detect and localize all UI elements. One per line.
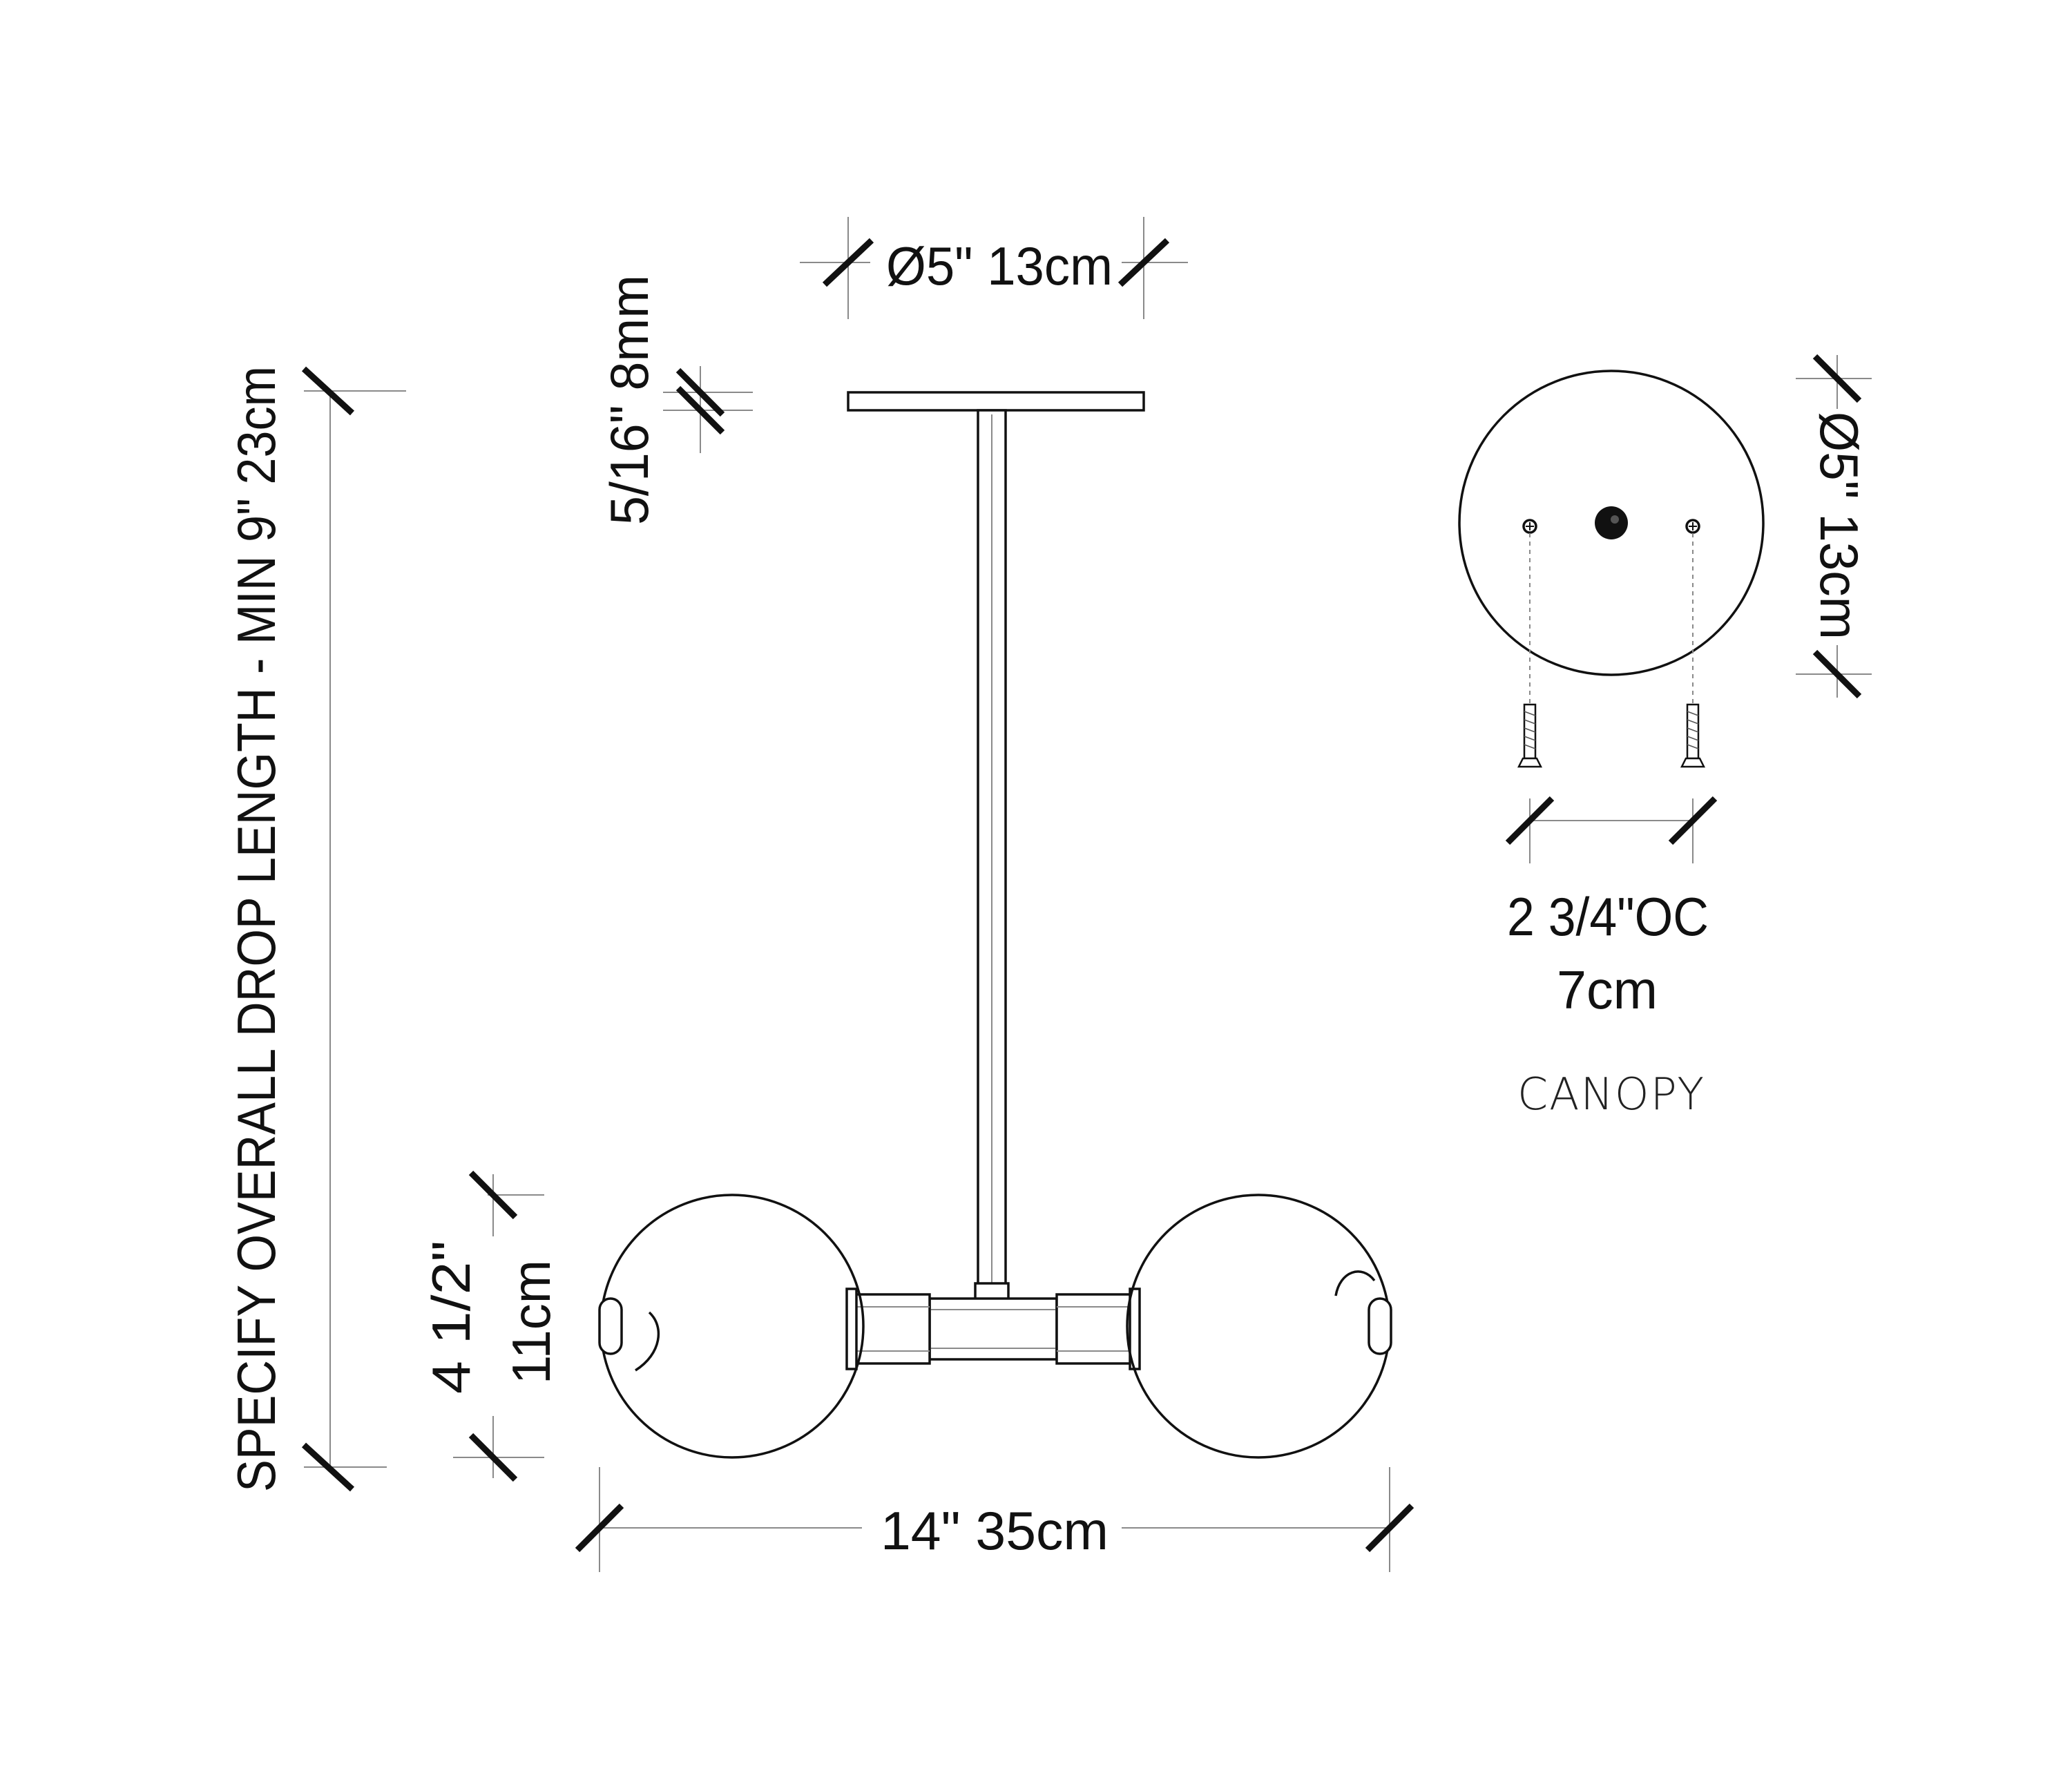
fixture-side-view xyxy=(598,391,1392,1459)
center-hole-highlight xyxy=(1611,515,1619,524)
canopy-side-diameter-dimension: Ø5" 13cm xyxy=(1796,354,1872,699)
canopy-thickness-dimension: 5/16" 8mm xyxy=(599,275,753,525)
spacing-tick-left xyxy=(1505,796,1555,845)
canopy-side-diameter-label: Ø5" 13cm xyxy=(1809,412,1870,640)
spacing-tick-right xyxy=(1668,796,1718,845)
right-screw-icon xyxy=(1680,703,1706,768)
left-screw-hole xyxy=(1522,519,1537,534)
right-globe-nub xyxy=(1368,1297,1392,1355)
thickness-tick-top xyxy=(675,367,725,417)
drop-tick-bottom xyxy=(301,1442,355,1492)
width-tick-right xyxy=(1365,1503,1414,1553)
left-socket xyxy=(854,1293,931,1365)
overall-width-dimension: 14" 35cm xyxy=(575,1467,1414,1572)
canopy-dia-tick-right xyxy=(1117,238,1170,287)
canopy-dia-tick-left xyxy=(822,238,874,287)
screw-spacing-cm-label: 7cm xyxy=(1557,959,1658,1020)
side-dia-tick-bottom xyxy=(1812,649,1862,699)
globe-height-inch-label: 4 1/2" xyxy=(421,1241,481,1394)
overall-drop-label: SPECIFY OVERALL DROP LENGTH - MIN 9" 23c… xyxy=(226,366,287,1492)
canopy-top-view xyxy=(1458,370,1765,768)
left-globe-reflection xyxy=(635,1311,660,1372)
canopy-diameter-label: Ø5" 13cm xyxy=(886,236,1113,296)
left-screw-icon xyxy=(1517,703,1543,768)
globe-height-tick-bottom xyxy=(468,1433,518,1482)
globe-height-tick-top xyxy=(468,1170,518,1220)
left-globe xyxy=(599,1194,865,1459)
canopy-thickness-label: 5/16" 8mm xyxy=(599,275,660,525)
drop-tick-top xyxy=(301,366,355,416)
center-hole xyxy=(1595,506,1628,539)
globe-height-cm-label: 11cm xyxy=(501,1260,562,1384)
canopy-plate xyxy=(847,391,1145,412)
right-screw-hole xyxy=(1685,519,1700,534)
left-socket-cap xyxy=(845,1287,858,1370)
thickness-tick-bottom xyxy=(675,385,725,435)
globe-height-dimension: 4 1/2" 11cm xyxy=(421,1170,562,1482)
canopy-caption: CANOPY xyxy=(1517,1069,1705,1120)
stem-collar xyxy=(974,1282,1010,1301)
right-globe-reflection xyxy=(1334,1270,1376,1296)
left-globe-nub xyxy=(598,1297,623,1355)
canopy-diameter-dimension: Ø5" 13cm xyxy=(800,217,1188,319)
overall-width-label: 14" 35cm xyxy=(881,1500,1109,1561)
side-dia-tick-top xyxy=(1812,354,1862,403)
canopy-disc xyxy=(1458,370,1765,676)
center-body xyxy=(928,1297,1058,1361)
right-socket xyxy=(1055,1293,1133,1365)
right-globe xyxy=(1126,1194,1391,1459)
width-tick-left xyxy=(575,1503,624,1553)
screw-spacing-inch-label: 2 3/4"OC xyxy=(1507,886,1709,947)
screw-spacing-dimension: 2 3/4"OC 7cm xyxy=(1505,796,1718,1020)
overall-drop-dimension: SPECIFY OVERALL DROP LENGTH - MIN 9" 23c… xyxy=(226,366,406,1492)
